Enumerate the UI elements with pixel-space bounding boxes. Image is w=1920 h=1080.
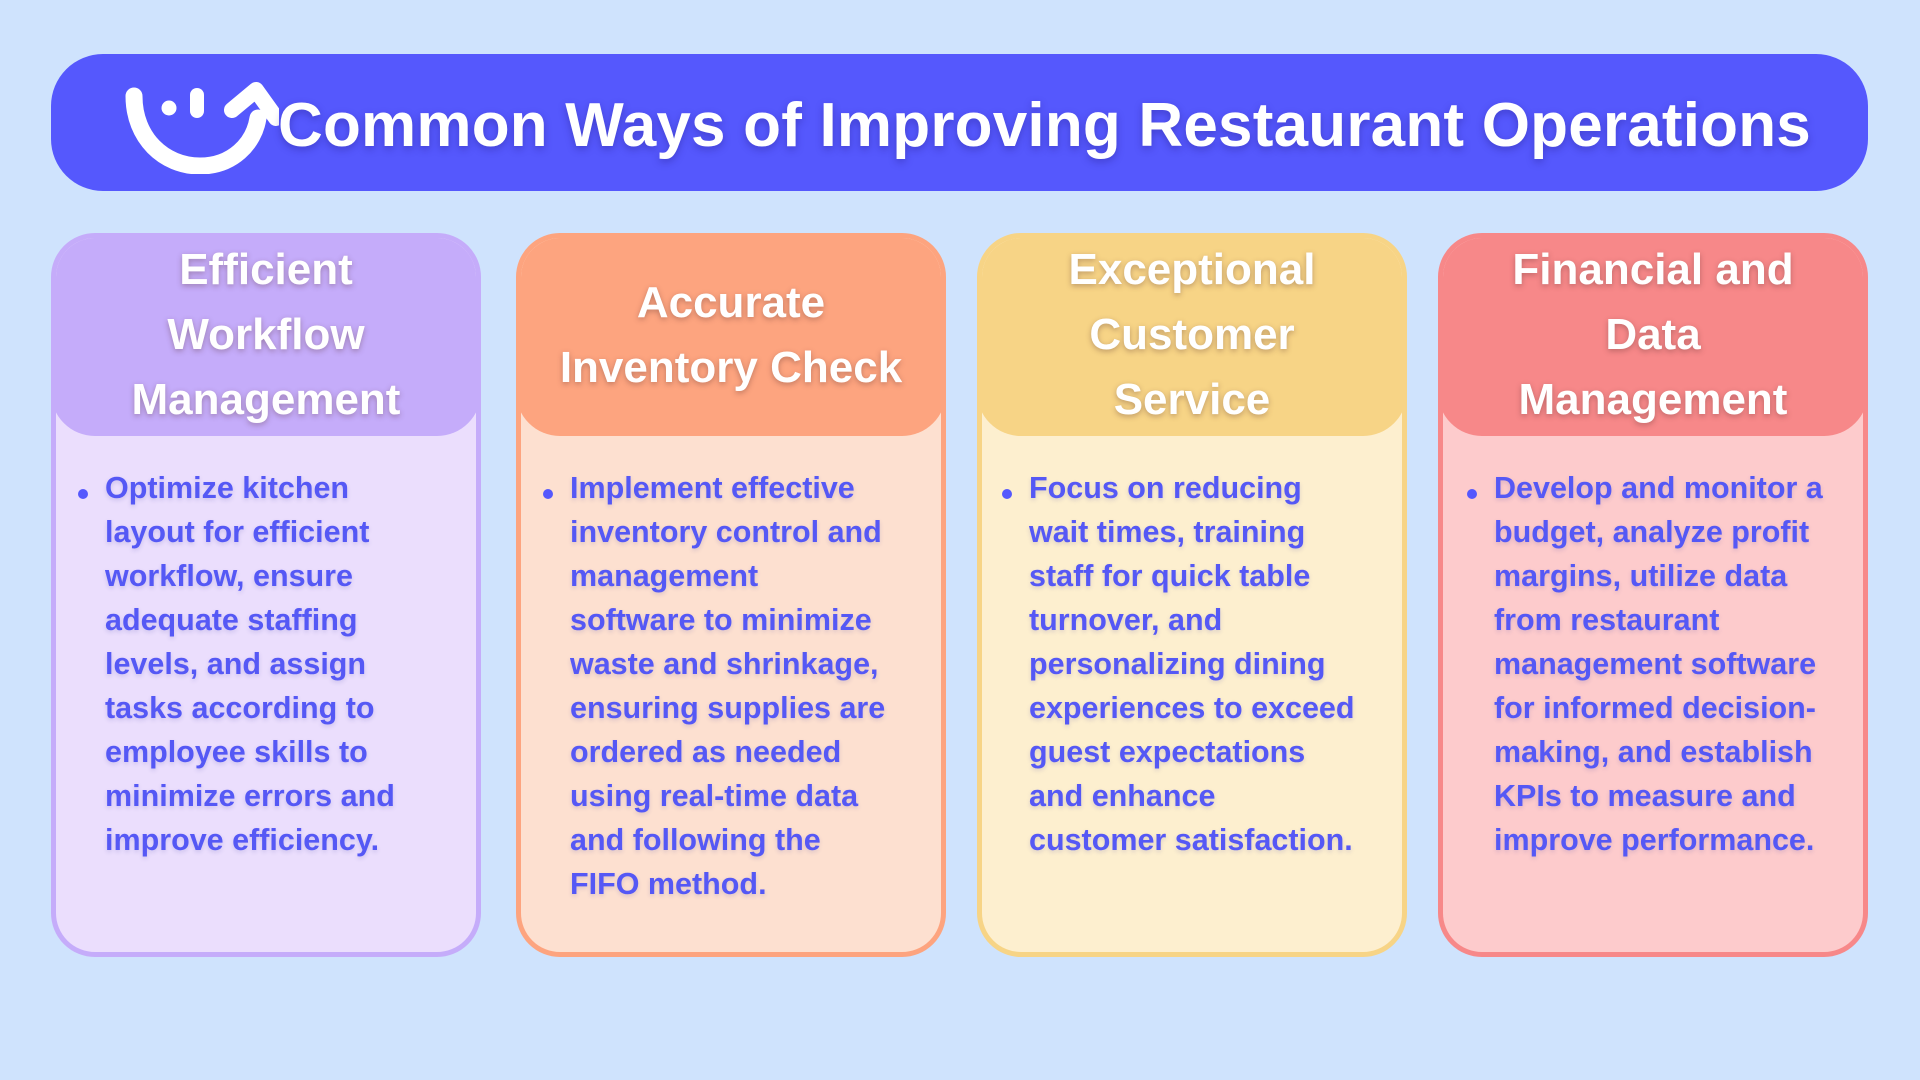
card-title-line: Exceptional — [1068, 245, 1316, 294]
card-financial-data: Financial and Data Management Develop an… — [1438, 233, 1868, 957]
bullet-line: Optimize kitchen — [105, 471, 350, 505]
card-title-line: Management — [131, 375, 401, 424]
card-title-line: Management — [1518, 375, 1788, 424]
bullet-dot-icon — [78, 489, 88, 499]
bullet-line: wait times, training — [1029, 515, 1306, 549]
bullet-line: and enhance — [1029, 779, 1216, 813]
card-title-line: Efficient — [179, 245, 353, 294]
card-title-line: Customer — [1089, 310, 1295, 359]
card-body: Implement effective inventory control an… — [521, 466, 941, 952]
bullet-line: workflow, ensure — [105, 559, 354, 593]
bullet-line: guest expectations — [1029, 735, 1306, 769]
bullet-line: Implement effective — [570, 471, 855, 505]
card-header: Financial and Data Management — [1443, 238, 1863, 436]
card-title-line: Inventory Check — [559, 342, 903, 392]
bullet-line: management — [570, 559, 759, 593]
card-body: Optimize kitchen layout for efficient wo… — [56, 466, 476, 952]
bullet-line: ordered as needed — [570, 735, 842, 769]
bullet-line: Focus on reducing — [1029, 471, 1302, 505]
card-header: Efficient Workflow Management — [56, 238, 476, 436]
bullet-line: layout for efficient — [105, 515, 370, 549]
bullet-line: margins, utilize data — [1494, 559, 1788, 593]
bullet-line: budget, analyze profit — [1494, 515, 1810, 549]
card-body: Develop and monitor a budget, analyze pr… — [1443, 466, 1863, 952]
card-title-line: Service — [1113, 375, 1271, 424]
card-title-line: Financial and — [1512, 245, 1794, 294]
bullet-line: inventory control and — [570, 515, 882, 549]
bullet-dot-icon — [1002, 489, 1012, 499]
bullet-line: management software — [1494, 647, 1817, 681]
bullet-line: levels, and assign — [105, 647, 367, 681]
page-title: Common Ways of Improving Restaurant Oper… — [278, 91, 1811, 160]
bullet-line: customer satisfaction. — [1029, 823, 1353, 857]
bullet-line: and following the — [570, 823, 821, 857]
card-accurate-inventory: Accurate Inventory Check Implement effec… — [516, 233, 946, 957]
card-title-line: Data — [1605, 310, 1701, 359]
bullet-line: from restaurant — [1494, 603, 1720, 637]
bullet-line: using real-time data — [570, 779, 859, 813]
bullet-line: personalizing dining — [1029, 647, 1326, 681]
bullet-line: turnover, and — [1029, 603, 1223, 637]
bullet-dot-icon — [1467, 489, 1477, 499]
card-body: Focus on reducing wait times, training s… — [982, 466, 1402, 952]
bullet-text: Develop and monitor a budget, analyze pr… — [1494, 466, 1823, 862]
title-banner — [51, 54, 1868, 191]
bullet-line: making, and establish — [1494, 735, 1813, 769]
bullet-line: adequate staffing — [105, 603, 358, 637]
bullet-line: waste and shrinkage, — [570, 647, 879, 681]
card-header: Exceptional Customer Service — [982, 238, 1402, 436]
bullet-line: minimize errors and — [105, 779, 395, 813]
card-title-line: Accurate — [636, 277, 826, 327]
bullet-line: improve efficiency. — [105, 823, 380, 857]
bullet-line: software to minimize — [570, 603, 872, 637]
smiley-arrow-icon — [125, 82, 279, 174]
card-title-line: Workflow — [167, 310, 365, 359]
bullet-line: FIFO method. — [570, 867, 767, 901]
bullet-line: employee skills to — [105, 735, 368, 769]
card-header: Accurate Inventory Check — [521, 238, 941, 436]
bullet-text: Implement effective inventory control an… — [570, 466, 885, 906]
bullet-line: Develop and monitor a — [1494, 471, 1823, 505]
bullet-text: Optimize kitchen layout for efficient wo… — [105, 466, 395, 862]
bullet-line: experiences to exceed — [1029, 691, 1355, 725]
bullet-text: Focus on reducing wait times, training s… — [1029, 466, 1355, 862]
bullet-line: KPIs to measure and — [1494, 779, 1796, 813]
bullet-line: for informed decision- — [1494, 691, 1816, 725]
bullet-line: staff for quick table — [1029, 559, 1311, 593]
bullet-line: improve performance. — [1494, 823, 1815, 857]
card-exceptional-service: Exceptional Customer Service Focus on re… — [977, 233, 1407, 957]
bullet-line: tasks according to — [105, 691, 375, 725]
card-efficient-workflow: Efficient Workflow Management Optimize k… — [51, 233, 481, 957]
bullet-dot-icon — [543, 489, 553, 499]
bullet-line: ensuring supplies are — [570, 691, 886, 725]
